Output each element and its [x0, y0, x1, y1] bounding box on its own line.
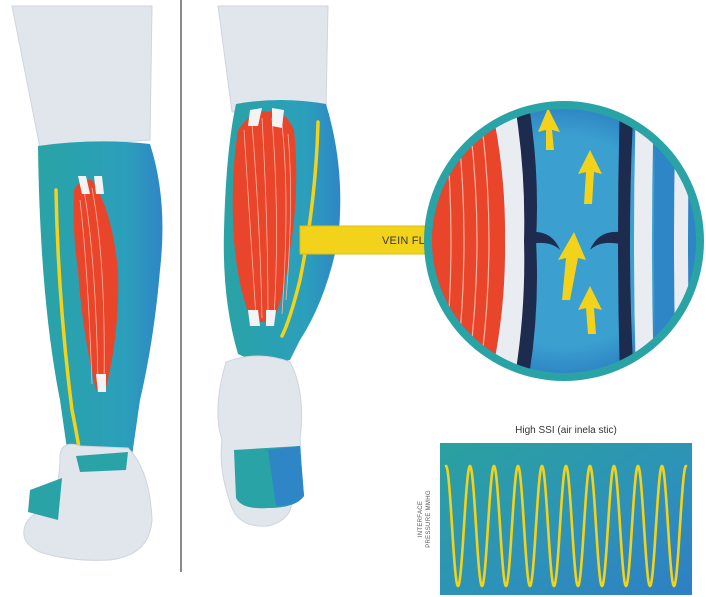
vein-closeup-magnifier — [420, 100, 704, 382]
svg-text:INTERFACE: INTERFACE — [418, 501, 424, 537]
svg-text:PRESSURE MMHG: PRESSURE MMHG — [426, 490, 432, 548]
chart-y-axis-label: INTERFACE PRESSURE MMHG — [418, 490, 432, 548]
left-leg-illustration — [12, 6, 162, 560]
pressure-chart: High SSI (air inela stic) INTERFACE PRES… — [418, 425, 692, 595]
chart-title: High SSI (air inela stic) — [515, 425, 617, 436]
right-leg-illustration — [218, 6, 340, 526]
